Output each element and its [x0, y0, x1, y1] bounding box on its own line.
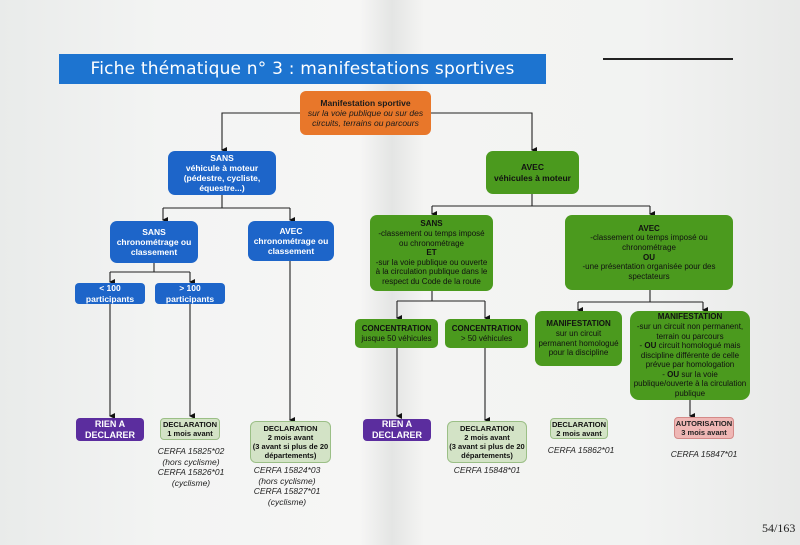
- cerfa-decl3: CERFA 15848*01: [443, 465, 531, 476]
- manif2-title: MANIFESTATION: [657, 312, 723, 322]
- decl2-line3: (3 avant si plus de 20 départements): [252, 442, 329, 460]
- connector-sans-chrono-split: [110, 263, 190, 273]
- decl4-title: DECLARATION: [551, 419, 607, 429]
- manif2-ou2: OU: [667, 369, 680, 379]
- cerfa-note: (cyclisme): [171, 477, 211, 488]
- sans-chrono-node: SANS chronométrage ou classement: [110, 221, 198, 263]
- rien2-line2: DECLARER: [371, 430, 422, 440]
- manif2-ou1: OU: [644, 341, 657, 351]
- auto-line2: 3 mois avant: [681, 428, 727, 437]
- cerfa-ref: CERFA 15826*01: [157, 467, 225, 478]
- page-title: Fiche thématique n° 3 : manifestations s…: [59, 54, 546, 84]
- avec-criteria-line1: -classement ou temps imposé ou chronomét…: [590, 233, 708, 252]
- manif1-text: sur un circuit permanent homologué pour …: [538, 328, 619, 358]
- avec-moteur-avec-node: AVEC -classement ou temps imposé ou chro…: [565, 215, 733, 290]
- decl1-line2: 1 mois avant: [167, 429, 213, 438]
- cerfa-decl1: CERFA 15825*02 (hors cyclisme) CERFA 158…: [148, 446, 234, 489]
- lt100-line2: participants: [85, 293, 135, 304]
- root-title: Manifestation sportive: [320, 97, 411, 108]
- cerfa-ref: CERFA 15847*01: [670, 449, 738, 459]
- outcome-rien-a-declarer-1: RIEN A DECLARER: [76, 418, 144, 441]
- concentration-2-node: CONCENTRATION > 50 véhicules: [445, 319, 528, 348]
- lt100-node: < 100 participants: [75, 283, 145, 304]
- signature-line: [603, 58, 733, 60]
- cerfa-note: (hors cyclisme): [258, 475, 316, 486]
- cerfa-ref: CERFA 15848*01: [453, 465, 521, 475]
- manif1-title: MANIFESTATION: [546, 319, 611, 329]
- sans-criteria-line1: -classement ou temps imposé ou chronomét…: [378, 229, 485, 248]
- manif2-line1: -sur un circuit non permanent, terrain o…: [636, 321, 744, 341]
- conc2-text: > 50 véhicules: [460, 333, 513, 343]
- decl4-line2: 2 mois avant: [556, 428, 602, 438]
- connector-sans-moteur-split: [163, 195, 290, 209]
- sans-moteur-title: SANS: [210, 152, 234, 163]
- cerfa-ref: CERFA 15825*02: [157, 446, 225, 456]
- rien1-line2: DECLARER: [84, 429, 135, 440]
- manif2-line3: sur la voie publique/ouverte à la circul…: [633, 369, 747, 399]
- rien2-line1: RIEN A: [381, 419, 413, 430]
- avec-criteria-title: AVEC: [638, 223, 660, 233]
- conc1-text: jusque 50 véhicules: [361, 333, 432, 343]
- manif2-line2: circuit homologué mais discipline différ…: [640, 341, 741, 370]
- avec-moteur-text: véhicules à moteur: [493, 172, 571, 183]
- auto-title: AUTORISATION: [675, 419, 733, 428]
- decl2-line2: 2 mois avant: [267, 433, 314, 442]
- sans-moteur-node: SANS véhicule à moteur (pédestre, cyclis…: [168, 151, 276, 195]
- gt100-line1: > 100: [179, 283, 201, 294]
- cerfa-auto: CERFA 15847*01: [660, 449, 748, 460]
- outcome-declaration-2-mois-a: DECLARATION 2 mois avant (3 avant si plu…: [250, 421, 331, 463]
- decl3-line3: (3 avant si plus de 20 départements): [449, 442, 525, 460]
- conc1-title: CONCENTRATION: [361, 323, 432, 333]
- sans-chrono-text: chronométrage ou classement: [116, 236, 192, 258]
- sans-criteria-conj: ET: [426, 248, 437, 258]
- outcome-declaration-2-mois-b: DECLARATION 2 mois avant (3 avant si plu…: [447, 421, 527, 463]
- outcome-declaration-2-mois-c: DECLARATION 2 mois avant: [550, 418, 608, 439]
- connector-avec-split: [578, 290, 703, 303]
- avec-criteria-conj: OU: [643, 252, 655, 262]
- cerfa-decl4: CERFA 15862*01: [538, 445, 624, 456]
- cerfa-ref: CERFA 15862*01: [547, 445, 615, 455]
- connector-avec-moteur-split: [432, 194, 650, 207]
- cerfa-ref: CERFA 15824*03: [253, 465, 321, 475]
- outcome-declaration-1-mois: DECLARATION 1 mois avant: [160, 418, 220, 440]
- cerfa-note: (cyclisme): [267, 496, 307, 507]
- sans-moteur-line2: (pédestre, cycliste, équestre...): [183, 173, 261, 194]
- avec-chrono-text: chronométrage ou classement: [253, 235, 329, 257]
- sans-moteur-line1: véhicule à moteur: [185, 162, 259, 173]
- conc2-title: CONCENTRATION: [451, 323, 522, 333]
- root-node: Manifestation sportive sur la voie publi…: [300, 91, 431, 135]
- page-number: 54/163: [762, 521, 796, 535]
- decl2-title: DECLARATION: [263, 424, 318, 433]
- decl3-line2: 2 mois avant: [464, 433, 510, 442]
- avec-moteur-node: AVEC véhicules à moteur: [486, 151, 579, 194]
- outcome-autorisation: AUTORISATION 3 mois avant: [674, 417, 734, 439]
- connector-root-sans-moteur: [221, 112, 300, 153]
- sans-criteria-title: SANS: [420, 219, 443, 229]
- rien1-line1: RIEN A: [94, 418, 126, 429]
- connector-sans-split: [397, 291, 485, 302]
- avec-chrono-title: AVEC: [279, 225, 303, 236]
- avec-moteur-sans-node: SANS -classement ou temps imposé ou chro…: [370, 215, 493, 291]
- cerfa-ref: CERFA 15827*01: [253, 486, 321, 497]
- avec-moteur-title: AVEC: [521, 162, 544, 173]
- outcome-rien-a-declarer-2: RIEN A DECLARER: [363, 419, 431, 441]
- decl1-title: DECLARATION: [162, 420, 218, 429]
- cerfa-decl2: CERFA 15824*03 (hors cyclisme) CERFA 158…: [244, 465, 330, 508]
- gt100-node: > 100 participants: [155, 283, 225, 304]
- avec-chrono-node: AVEC chronométrage ou classement: [248, 221, 334, 261]
- decl3-title: DECLARATION: [459, 424, 515, 433]
- avec-criteria-line2: -une présentation organisée pour des spe…: [582, 262, 716, 281]
- manifestation-1-node: MANIFESTATION sur un circuit permanent h…: [535, 311, 622, 366]
- sans-criteria-line2: -sur la voie publique ou ouverte à la ci…: [375, 257, 488, 286]
- lt100-line1: < 100: [99, 283, 121, 294]
- connector-root-avec-moteur: [430, 112, 537, 153]
- cerfa-note: (hors cyclisme): [162, 456, 220, 467]
- manifestation-2-node: MANIFESTATION -sur un circuit non perman…: [630, 311, 750, 400]
- gt100-line2: participants: [165, 293, 215, 304]
- concentration-1-node: CONCENTRATION jusque 50 véhicules: [355, 319, 438, 348]
- root-subtitle: sur la voie publique ou sur des circuits…: [307, 107, 424, 129]
- sans-chrono-title: SANS: [142, 226, 166, 237]
